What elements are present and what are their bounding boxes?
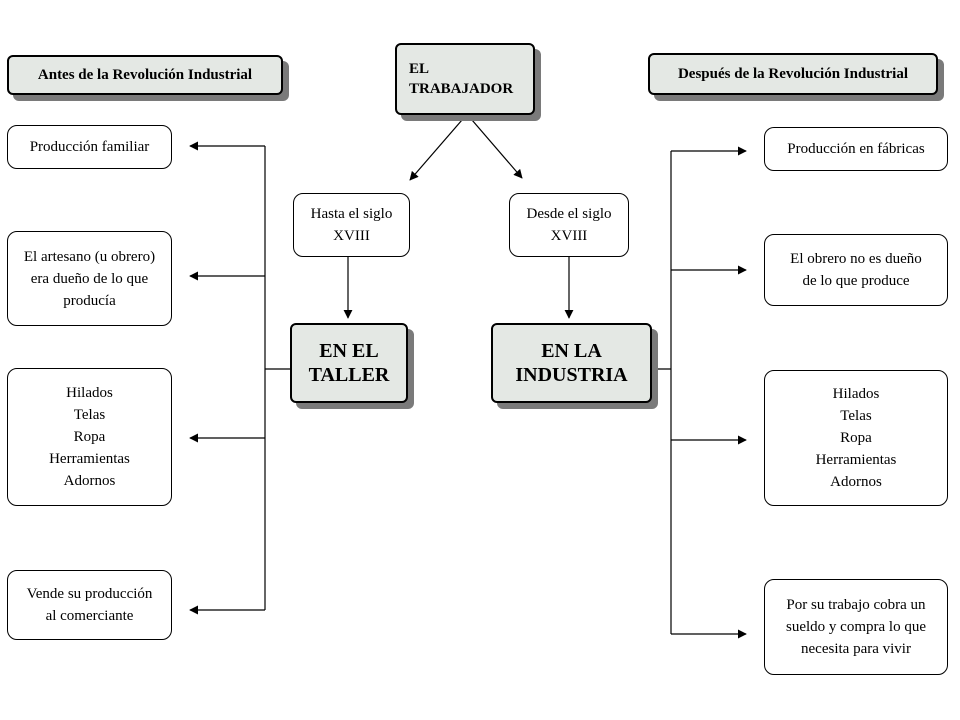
header-after: Después de la Revolución Industrial xyxy=(648,53,938,95)
before-item-2: El artesano (u obrero) era dueño de lo q… xyxy=(7,231,172,326)
header-before: Antes de la Revolución Industrial xyxy=(7,55,283,95)
place-industria: EN LA INDUSTRIA xyxy=(491,323,652,403)
place-taller-label: EN EL TALLER xyxy=(308,340,390,386)
place-industria-label: EN LA INDUSTRIA xyxy=(515,340,628,386)
arrow-worker-to-right-period xyxy=(471,119,523,179)
after-item-4: Por su trabajo cobra un sueldo y compra … xyxy=(764,579,948,675)
before-item-4-label: Vende su producción al comerciante xyxy=(26,586,153,624)
period-left: Hasta el siglo XVIII xyxy=(293,193,410,257)
before-item-1: Producción familiar xyxy=(7,125,172,169)
before-item-1-label: Producción familiar xyxy=(29,139,150,155)
before-item-3: Hilados Telas Ropa Herramientas Adornos xyxy=(7,368,172,506)
after-item-3: Hilados Telas Ropa Herramientas Adornos xyxy=(764,370,948,506)
header-worker: EL TRABAJADOR xyxy=(395,43,535,115)
header-worker-label: EL TRABAJADOR xyxy=(409,61,514,97)
arrow-worker-to-left-period xyxy=(409,119,463,181)
period-right-label: Desde el siglo XVIII xyxy=(526,206,612,244)
before-item-2-label: El artesano (u obrero) era dueño de lo q… xyxy=(23,248,156,309)
before-item-3-label: Hilados Telas Ropa Herramientas Adornos xyxy=(49,385,130,489)
after-item-2-label: El obrero no es dueño de lo que produce xyxy=(790,251,922,289)
period-right: Desde el siglo XVIII xyxy=(509,193,629,257)
header-after-label: Después de la Revolución Industrial xyxy=(677,65,909,82)
place-taller: EN EL TALLER xyxy=(290,323,408,403)
header-before-label: Antes de la Revolución Industrial xyxy=(37,66,253,83)
after-item-1: Producción en fábricas xyxy=(764,127,948,171)
after-item-3-label: Hilados Telas Ropa Herramientas Adornos xyxy=(815,386,897,490)
after-item-2: El obrero no es dueño de lo que produce xyxy=(764,234,948,306)
before-item-4: Vende su producción al comerciante xyxy=(7,570,172,640)
after-item-1-label: Producción en fábricas xyxy=(787,141,925,157)
period-left-label: Hasta el siglo XVIII xyxy=(310,206,393,244)
after-item-4-label: Por su trabajo cobra un sueldo y compra … xyxy=(786,597,926,657)
